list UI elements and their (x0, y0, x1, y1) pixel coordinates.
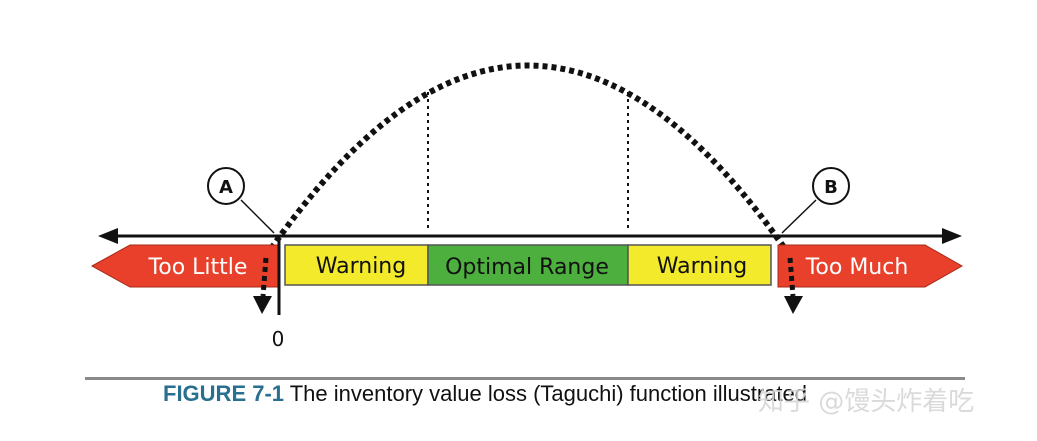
marker-b-circle (812, 167, 850, 205)
right-down-arrowhead (784, 296, 803, 314)
marker-a-pointer (240, 199, 275, 234)
warning-left-zone (284, 244, 429, 286)
warning-right-zone (627, 244, 772, 286)
axis-left-arrowhead (98, 228, 118, 244)
too-little-label: Too Little (148, 255, 248, 280)
right-curve-tail (787, 257, 796, 297)
marker-a-circle (207, 167, 245, 205)
caption-text: The inventory value loss (Taguchi) funct… (284, 381, 808, 406)
too-much-label: Too Much (805, 255, 909, 280)
too-much-zone (777, 244, 964, 288)
warning-right-label: Warning (657, 254, 747, 279)
marker-b-label: B (824, 177, 838, 198)
caption-divider (85, 377, 965, 380)
zero-label: 0 (272, 327, 285, 351)
axis-right-arrowhead (942, 228, 962, 244)
marker-a-label: A (219, 177, 233, 198)
optimal-range-zone (427, 244, 629, 286)
figure-label: FIGURE 7-1 (163, 381, 285, 406)
figure-caption: FIGURE 7-1 The inventory value loss (Tag… (163, 381, 807, 407)
left-curve-tail (260, 257, 269, 297)
marker-b-pointer (781, 199, 817, 234)
optimal-range-label: Optimal Range (445, 255, 609, 280)
loss-curve (263, 62, 793, 258)
warning-left-label: Warning (316, 254, 406, 279)
watermark: 知乎 @馒头炸着吃 (758, 387, 975, 417)
left-down-arrowhead (253, 296, 272, 314)
